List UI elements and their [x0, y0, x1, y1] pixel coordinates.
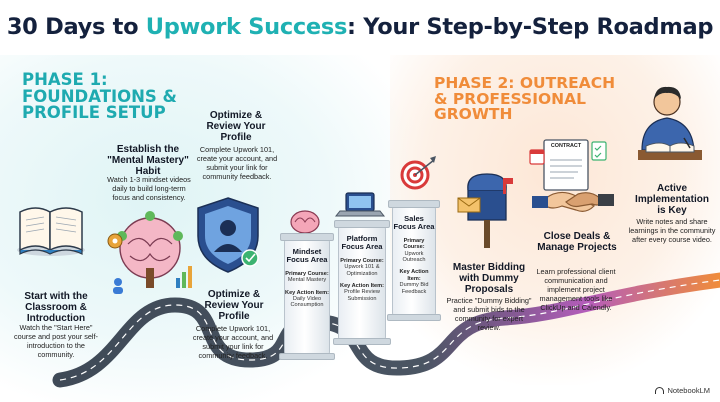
mailbox-icon	[457, 173, 513, 248]
pillar-cap	[334, 220, 390, 228]
pillar-platform: Platform Focus Area Primary Course: Upwo…	[333, 220, 391, 345]
brain-icon	[290, 210, 320, 234]
step-profile-bottom-body: Complete Upwork 101, create your account…	[192, 324, 274, 360]
step-close-deals-heading: Close Deals & Manage Projects	[537, 231, 617, 254]
step-implementation-heading: Active Implementation is Key	[635, 183, 709, 217]
notebooklm-watermark: NotebookLM	[655, 386, 710, 395]
pillar-action-value: Dummy Bid Feedback	[399, 282, 429, 295]
step-implementation-body: Write notes and share learnings in the c…	[628, 217, 716, 244]
pillar-cap	[280, 233, 334, 241]
pillar-heading: Sales Focus Area	[393, 214, 435, 232]
pillar-action-label: Key Action Item:	[399, 269, 429, 282]
step-classroom-body: Watch the "Start Here" course and post y…	[14, 323, 98, 359]
step-profile-top-heading: Optimize & Review Your Profile	[206, 110, 266, 144]
pillar-action-label: Key Action Item:	[285, 289, 329, 296]
bar-chart-icon	[176, 266, 192, 288]
road-center-line	[59, 279, 720, 381]
pillar-course-value: Upwork Outreach	[402, 250, 426, 263]
open-book-icon	[17, 207, 85, 256]
step-mindset-body: Watch 1-3 mindset videos daily to build …	[107, 175, 191, 202]
people-icon	[113, 278, 123, 294]
pillar-action-value: Daily Video Consumption	[290, 295, 324, 309]
pillar-base	[333, 338, 391, 345]
step-profile-top-body: Complete Upwork 101, create your account…	[196, 145, 278, 181]
notebooklm-logo-icon	[655, 387, 665, 394]
pillar-mindset: Mindset Focus Area Primary Course: Menta…	[279, 233, 335, 360]
pillar-course-value: Mental Mastery	[287, 277, 327, 284]
step-bidding-heading: Master Bidding with Dummy Proposals	[452, 262, 526, 296]
phase2-title: PHASE 2: OUTREACH & PROFESSIONAL GROWTH	[434, 74, 616, 123]
step-profile-bottom-heading: Optimize & Review Your Profile	[204, 289, 264, 323]
pillar-course-label: Primary Course:	[285, 270, 329, 277]
step-mindset-heading: Establish the "Mental Mastery" Habit	[107, 144, 189, 178]
pillar-action-label: Key Action Item:	[340, 282, 384, 289]
calendar-icon	[529, 149, 545, 165]
handshake-icon	[532, 191, 614, 212]
step-bidding-body: Practice "Dummy Bidding" and submit bids…	[446, 296, 532, 332]
pillar-base	[387, 314, 441, 321]
gear-icon	[107, 233, 123, 249]
profile-shield-icon	[197, 197, 259, 273]
contract-label: CONTRACT	[550, 143, 582, 149]
laptop-icon	[334, 192, 386, 217]
step-classroom-heading: Start with the Classroom & Introduction	[24, 291, 88, 325]
step-close-deals-body: Learn professional client communication …	[536, 267, 616, 312]
title-part-3: : Your Step-by-Step Roadmap	[347, 14, 714, 40]
pillar-sales: Sales Focus Area Primary Course: Upwork …	[387, 200, 441, 321]
pillar-heading: Mindset Focus Area	[286, 247, 328, 265]
title-part-1: 30 Days to	[6, 14, 146, 40]
person-studying-icon	[638, 86, 702, 160]
pillar-cap	[388, 200, 440, 208]
target-icon	[400, 156, 436, 190]
page-title: 30 Days to Upwork Success: Your Step-by-…	[0, 14, 720, 40]
pillar-action-value: Profile Review Submission	[344, 289, 380, 302]
contract-document-icon	[543, 139, 589, 191]
brain-tree-icon	[117, 211, 183, 288]
pillar-course-label: Primary Course:	[403, 237, 425, 251]
title-part-2: Upwork Success	[145, 14, 348, 40]
checklist-icon	[591, 141, 607, 161]
watermark-text: NotebookLM	[667, 386, 710, 395]
pillar-course-value: Upwork 101 & Optimization	[344, 264, 380, 277]
phase1-title: PHASE 1: FOUNDATIONS & PROFILE SETUP	[22, 70, 177, 122]
pillar-course-label: Primary Course:	[340, 257, 384, 264]
pillar-heading: Platform Focus Area	[341, 234, 383, 252]
pillar-base	[279, 353, 335, 360]
